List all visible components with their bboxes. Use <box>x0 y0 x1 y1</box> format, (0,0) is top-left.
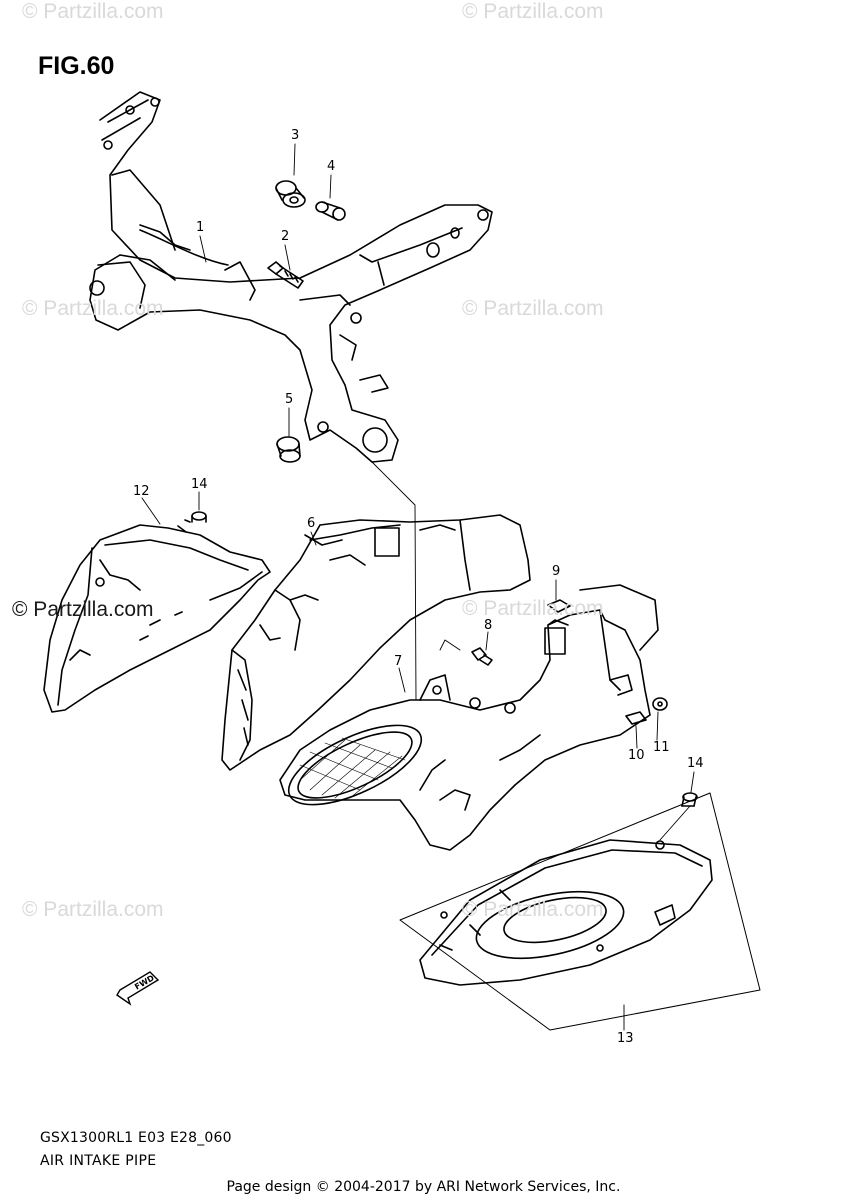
part-5-grommet <box>276 436 301 463</box>
part-4-collar <box>315 201 346 221</box>
watermark: © Partzilla.com <box>22 297 164 320</box>
footer-copyright: Page design © 2004-2017 by ARI Network S… <box>226 1179 621 1195</box>
callout-10: 10 <box>628 748 645 763</box>
watermark: © Partzilla.com <box>462 297 604 320</box>
watermark: © Partzilla.com <box>12 598 154 621</box>
fwd-arrow-icon <box>116 971 160 1006</box>
watermark: © Partzilla.com <box>462 0 604 23</box>
callout-7: 7 <box>394 654 403 669</box>
callout-14: 14 <box>687 756 704 771</box>
part-6-intake-duct <box>221 514 531 771</box>
callout-13: 13 <box>617 1031 634 1046</box>
watermark: © Partzilla.com <box>462 898 604 921</box>
callout-11: 11 <box>653 740 670 755</box>
callout-2: 2 <box>281 229 290 244</box>
watermark: © Partzilla.com <box>22 898 164 921</box>
part-10-nut <box>625 711 647 725</box>
part-7-intake-pipe <box>279 584 659 851</box>
callout-4: 4 <box>327 159 336 174</box>
callout-8: 8 <box>484 618 493 633</box>
part-14-screw-upper <box>184 511 207 523</box>
part-1-bracket <box>89 91 493 463</box>
diagram-caption: AIR INTAKE PIPE <box>40 1153 157 1169</box>
part-2-bolt <box>267 261 304 289</box>
diagram-code: GSX1300RL1 E03 E28_060 <box>40 1130 232 1146</box>
part-9-clip <box>547 599 571 613</box>
callout-14: 14 <box>191 477 208 492</box>
callout-1: 1 <box>196 220 205 235</box>
callout-3: 3 <box>291 128 300 143</box>
figure-title: FIG.60 <box>38 52 115 80</box>
part-3-grommet <box>275 180 306 208</box>
part-8-screw <box>471 647 493 666</box>
callout-6: 6 <box>307 516 316 531</box>
part-11-cushion <box>652 697 668 711</box>
watermark: © Partzilla.com <box>462 597 604 620</box>
callout-9: 9 <box>552 564 561 579</box>
callout-12: 12 <box>133 484 150 499</box>
part-13-lower-cover <box>399 792 761 1031</box>
callout-5: 5 <box>285 392 294 407</box>
part-12-side-cover <box>43 524 271 713</box>
watermark: © Partzilla.com <box>22 0 164 23</box>
